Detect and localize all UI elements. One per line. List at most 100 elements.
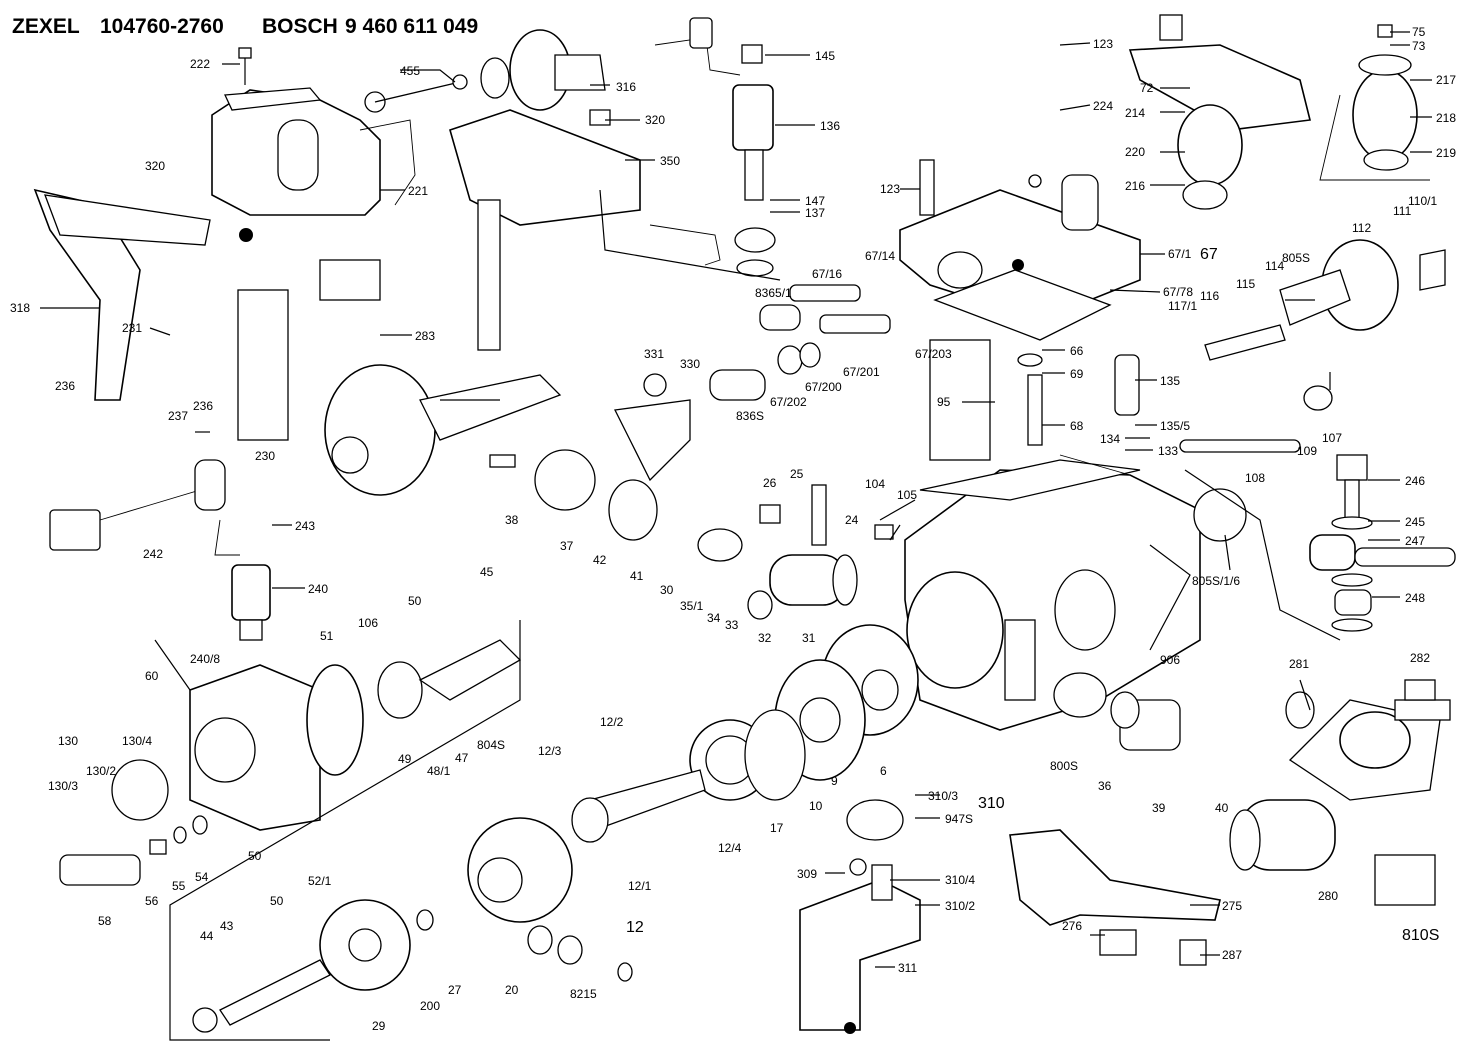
label-221: 221 [408,184,428,198]
label-104: 104 [865,477,885,491]
label-45: 45 [480,565,494,579]
label-231: 231 [122,321,142,335]
label-222: 222 [190,57,210,71]
label-12-4: 12/4 [718,841,742,855]
label-123-mid: 123 [880,182,900,196]
label-8365-1: 8365/1 [755,286,792,300]
label-47: 47 [455,751,469,765]
label-107: 107 [1322,431,1342,445]
label-55: 55 [172,879,186,893]
label-67-78: 67/78 [1163,285,1193,299]
sensor-and-connector [49,459,271,641]
label-243: 243 [295,519,315,533]
label-318: 318 [10,301,30,315]
label-60: 60 [145,669,159,683]
label-68: 68 [1070,419,1084,433]
label-32: 32 [758,631,772,645]
label-34: 34 [707,611,721,625]
label-33: 33 [725,618,739,632]
label-224: 224 [1093,99,1113,113]
label-216: 216 [1125,179,1145,193]
label-30: 30 [660,583,674,597]
label-73: 73 [1412,39,1426,53]
label-248: 248 [1405,591,1425,605]
label-115: 115 [1236,277,1255,291]
label-106: 106 [358,616,378,630]
label-283: 283 [415,329,435,343]
label-66: 66 [1070,344,1084,358]
label-67-1: 67/1 [1168,247,1192,261]
label-246: 246 [1405,474,1425,488]
label-906: 906 [1160,653,1180,667]
label-287: 287 [1222,948,1242,962]
label-67-202: 67/202 [770,395,807,409]
zexel-part-number: 104760-2760 [100,15,224,38]
label-44: 44 [200,929,214,943]
misc-small-parts [149,284,1436,982]
label-350: 350 [660,154,680,168]
label-230: 230 [255,449,275,463]
brand-bosch: BOSCH [262,15,338,38]
banjo-fitting-group [1309,454,1456,632]
fuel-cutoff-solenoid [649,17,776,277]
label-130: 130 [58,734,78,748]
label-9: 9 [831,774,838,788]
label-67-16: 67/16 [812,267,842,281]
label-242: 242 [143,547,163,561]
leader-lines [40,31,1432,1041]
label-130-2: 130/2 [86,764,116,778]
label-12-3: 12/3 [538,744,562,758]
boost-compensator [33,188,562,496]
pump-housing [904,339,1201,731]
label-123-top: 123 [1093,37,1113,51]
label-330: 330 [680,357,700,371]
label-130-4: 130/4 [122,734,152,748]
label-38: 38 [505,513,519,527]
label-109: 109 [1297,444,1317,458]
label-236-left: 236 [55,379,75,393]
label-136: 136 [820,119,840,133]
label-135-5: 135/5 [1160,419,1190,433]
label-49: 49 [398,752,412,766]
label-147: 147 [805,194,825,208]
stop-bracket-assembly [449,29,641,351]
label-281: 281 [1289,657,1309,671]
label-67: 67 [1200,246,1218,263]
hydraulic-head [899,159,1141,341]
label-17: 17 [770,821,784,835]
part-number-labels: 222 455 316 320 350 145 136 147 137 8365… [10,25,1456,1033]
label-331: 331 [644,347,664,361]
label-310: 310 [978,795,1005,812]
label-72: 72 [1140,81,1154,95]
label-455: 455 [400,64,420,78]
label-114: 114 [1265,259,1284,273]
cam-disc-group [744,624,919,801]
label-27: 27 [448,983,462,997]
label-12-2: 12/2 [600,715,624,729]
governor-bracket-assembly [211,47,468,301]
label-309: 309 [797,867,817,881]
label-219: 219 [1436,146,1456,160]
label-947s: 947S [945,812,973,826]
label-320-top: 320 [645,113,665,127]
label-39: 39 [1152,801,1166,815]
label-240-8: 240/8 [190,652,220,666]
label-311: 311 [898,961,917,975]
brand-zexel: ZEXEL [12,15,80,38]
label-800s: 800S [1050,759,1078,773]
label-40: 40 [1215,801,1229,815]
label-200: 200 [420,999,440,1013]
label-12-1: 12/1 [628,879,652,893]
label-69: 69 [1070,367,1084,381]
label-280: 280 [1318,889,1338,903]
label-56: 56 [145,894,159,908]
label-116: 116 [1200,289,1219,303]
label-282: 282 [1410,651,1430,665]
label-105: 105 [897,488,917,502]
label-31: 31 [802,631,816,645]
label-217: 217 [1436,73,1456,87]
label-804s: 804S [477,738,505,752]
feed-pump-cover [59,639,522,886]
label-245: 245 [1405,515,1425,529]
